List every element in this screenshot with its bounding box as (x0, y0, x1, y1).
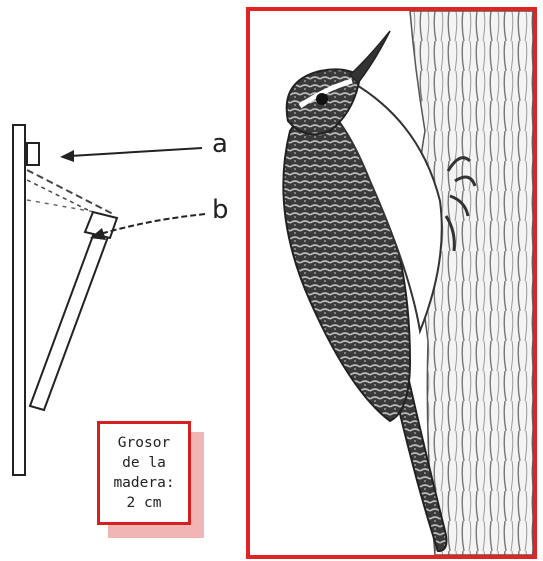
note-line: Grosor (118, 433, 170, 453)
arrow-a-head (60, 150, 74, 162)
dashed-support-top (27, 170, 115, 215)
wall-board (13, 125, 25, 475)
note-line: de la (122, 453, 166, 473)
note-line: madera: (113, 473, 174, 493)
arrow-a-line (70, 148, 202, 156)
bird-eye (316, 93, 328, 105)
bird-beak (350, 31, 390, 83)
note-line: 2 cm (127, 493, 162, 513)
bird-illustration-frame (246, 7, 537, 559)
label-b: b (212, 197, 229, 223)
wood-thickness-note: Grosor de la madera: 2 cm (97, 421, 191, 525)
block-a (27, 143, 39, 165)
dashed-support-bottom (27, 200, 95, 212)
diagonal-strut (30, 222, 112, 410)
dashed-support-inner (27, 180, 100, 216)
label-a: a (212, 131, 228, 157)
treecreeper-bird-illustration (250, 11, 533, 555)
